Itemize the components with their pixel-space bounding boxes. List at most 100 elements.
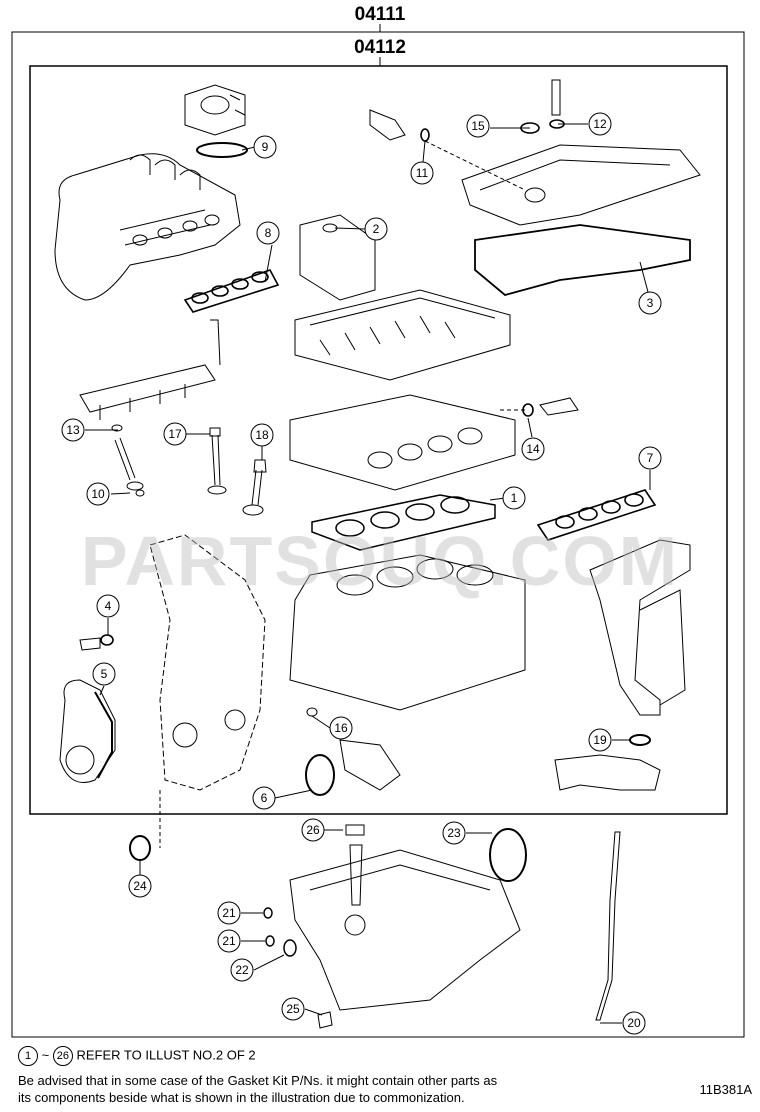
callout-c8[interactable]: 8 (256, 221, 280, 245)
exhaust-gasket (536, 489, 657, 541)
callout-c23[interactable]: 23 (442, 821, 466, 845)
callout-circle (622, 1011, 646, 1035)
outer-kit-code: 04111 (355, 4, 406, 25)
callout-label: 11 (416, 166, 429, 180)
callout-c16[interactable]: 16 (329, 716, 353, 740)
callout-c2[interactable]: 2 (364, 217, 388, 241)
callout-c21b[interactable]: 21 (217, 929, 241, 953)
callout-c24[interactable]: 24 (128, 874, 152, 898)
callout-label: 7 (647, 451, 654, 465)
callout-c21a[interactable]: 21 (217, 901, 241, 925)
small-parts (79, 79, 579, 796)
callout-c18[interactable]: 18 (250, 423, 274, 447)
figure-id: 11B381A (699, 1082, 752, 1097)
callout-circle (442, 821, 466, 845)
cylinder-block-illustration (289, 554, 526, 711)
fuel-rail-illustration (79, 319, 221, 420)
exhaust-manifold-illustration (589, 539, 691, 716)
callout-label: 22 (235, 963, 249, 977)
callout-c22[interactable]: 22 (230, 958, 254, 982)
watermark: PARTSOUQ.COM (81, 522, 679, 600)
intake-gasket (183, 269, 280, 313)
callout-c12[interactable]: 12 (588, 112, 612, 136)
oil-seal-24 (129, 835, 151, 861)
callout-circle (301, 818, 325, 842)
callout-label: 24 (133, 879, 147, 893)
callout-circle (86, 482, 110, 506)
callout-label: 6 (261, 791, 268, 805)
callout-c13[interactable]: 13 (61, 418, 85, 442)
callout-label: 20 (627, 1016, 641, 1030)
o-ring-21a (263, 907, 273, 919)
callout-circle (92, 662, 116, 686)
head-cover-illustration (461, 144, 701, 226)
oil-dipstick (595, 831, 621, 1021)
callout-label: 17 (168, 427, 182, 441)
callout-label: 2 (373, 222, 380, 236)
callout-c10[interactable]: 10 (86, 482, 110, 506)
callout-circle (638, 291, 662, 315)
callout-circle (128, 874, 152, 898)
callout-circle (521, 437, 545, 461)
callout-c9[interactable]: 9 (253, 135, 277, 159)
callout-c14[interactable]: 14 (521, 437, 545, 461)
inner-kit-frame (29, 65, 728, 815)
callout-circle (638, 446, 662, 470)
callout-circle (217, 901, 241, 925)
callout-circle (588, 728, 612, 752)
reference-note: 1 ~ 26 REFER TO ILLUST NO.2 OF 2 (18, 1046, 256, 1066)
callout-c25[interactable]: 25 (281, 997, 305, 1021)
callout-circle (588, 112, 612, 136)
advisory-line-2: its components beside what is shown in t… (18, 1090, 465, 1105)
callout-label: 14 (526, 442, 540, 456)
callout-label: 16 (334, 721, 348, 735)
callout-circle (410, 161, 434, 185)
callout-c19[interactable]: 19 (588, 728, 612, 752)
callout-c11[interactable]: 11 (410, 161, 434, 185)
ref-start-circle: 1 (18, 1046, 38, 1066)
callout-circle (256, 221, 280, 245)
callout-label: 3 (647, 296, 654, 310)
oil-seal-23 (489, 828, 527, 882)
callout-c26[interactable]: 26 (301, 818, 325, 842)
callout-circle (217, 929, 241, 953)
callout-circle (61, 418, 85, 442)
callout-label: 15 (471, 119, 485, 133)
advisory-line-1: Be advised that in some case of the Gask… (18, 1073, 498, 1088)
throttle-gasket (196, 142, 248, 158)
callout-c15[interactable]: 15 (466, 114, 490, 138)
ref-end-circle: 26 (52, 1046, 73, 1066)
callout-circle (163, 422, 187, 446)
callout-c20[interactable]: 20 (622, 1011, 646, 1035)
callout-label: 10 (91, 487, 105, 501)
water-pump-illustration (59, 679, 116, 783)
outer-kit-frame (11, 31, 745, 1038)
callout-c1[interactable]: 1 (502, 486, 526, 510)
callout-label: 9 (262, 140, 269, 154)
callout-c5[interactable]: 5 (92, 662, 116, 686)
oil-pan-illustration (289, 824, 521, 1011)
callout-label: 8 (265, 226, 272, 240)
head-gasket (311, 494, 496, 551)
throttle-body-illustration (184, 84, 246, 136)
callout-label: 25 (286, 1002, 300, 1016)
drain-plug (317, 1011, 333, 1029)
callout-circle (502, 486, 526, 510)
ref-tilde: ~ (41, 1047, 50, 1063)
callout-label: 1 (511, 491, 518, 505)
ref-text: REFER TO ILLUST NO.2 OF 2 (76, 1047, 256, 1063)
timing-cover-illustration (149, 534, 266, 791)
callout-c3[interactable]: 3 (638, 291, 662, 315)
inner-kit-code: 04112 (354, 37, 406, 58)
callout-circle (329, 716, 353, 740)
cylinder-head-illustration (289, 394, 516, 491)
callout-c6[interactable]: 6 (252, 786, 276, 810)
callout-c4[interactable]: 4 (96, 594, 120, 618)
callout-circle (250, 423, 274, 447)
callout-label: 21 (222, 934, 236, 948)
callout-c17[interactable]: 17 (163, 422, 187, 446)
water-pump-gasket (94, 691, 113, 779)
callout-c7[interactable]: 7 (638, 446, 662, 470)
